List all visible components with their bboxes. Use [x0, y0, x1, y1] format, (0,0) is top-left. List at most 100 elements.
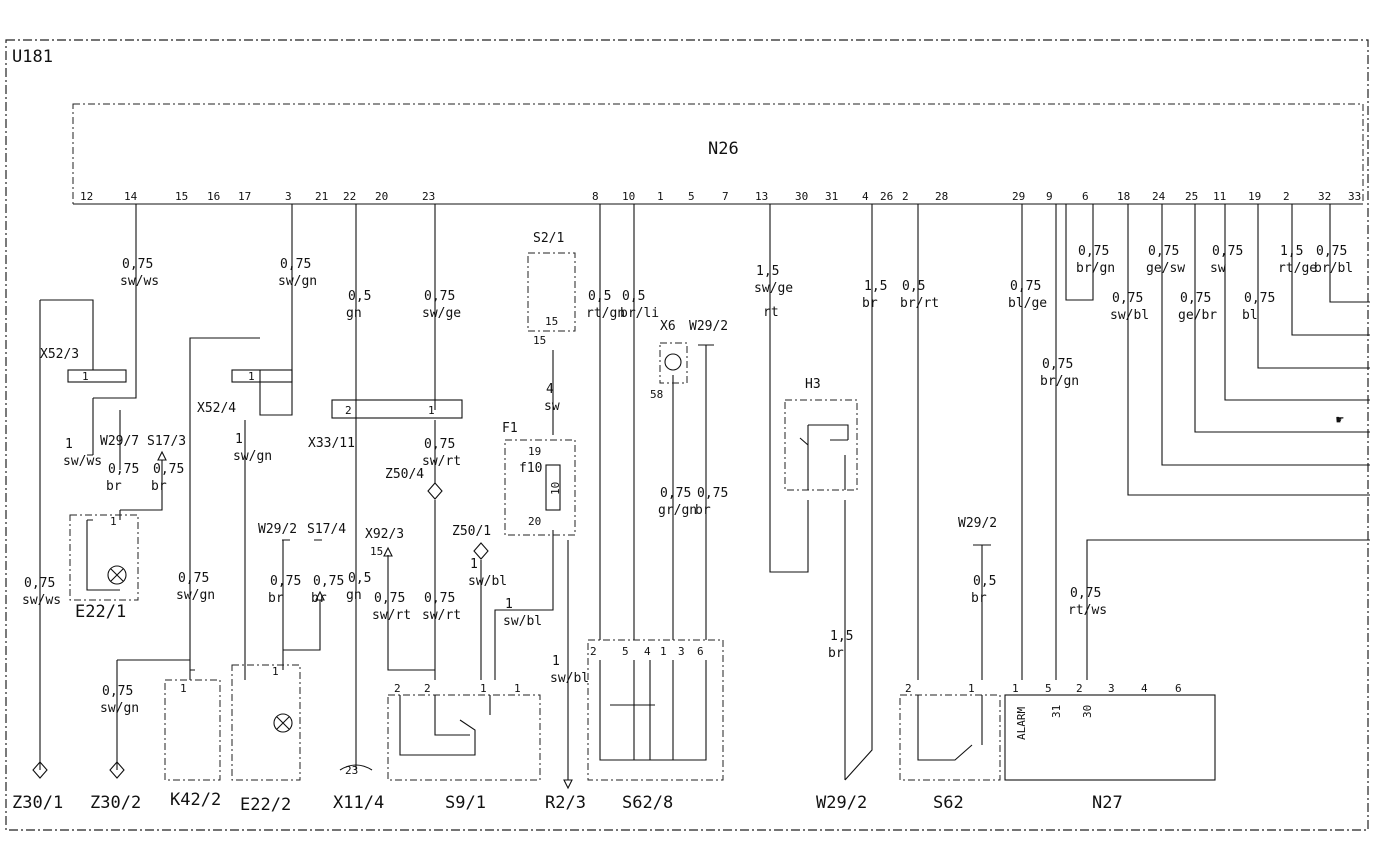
n26-pin-12: 12 — [80, 190, 93, 203]
n26-pin-19: 19 — [1248, 190, 1261, 203]
n27-pin-5: 5 — [1045, 682, 1052, 695]
wire-color-wz501: sw/bl — [468, 574, 507, 589]
x92-3-arrow-icon — [383, 546, 393, 557]
n26-pin-22: 22 — [343, 190, 356, 203]
x52-3-connector — [67, 369, 127, 383]
h3-box — [784, 399, 858, 491]
x6-label: X6 — [660, 319, 676, 334]
wire-color-we221: br — [106, 479, 122, 494]
x6-pin-58: 58 — [650, 388, 663, 401]
x33-11-connector — [331, 399, 463, 419]
r2-3-arrow-icon — [563, 779, 573, 790]
n26-pin-15: 15 — [175, 190, 188, 203]
s62-8-label: S62/8 — [622, 793, 673, 813]
wire-color-wz504: sw/rt — [422, 608, 461, 623]
wire-size-wz504: 0,75 — [424, 591, 455, 606]
n27-pin-3: 3 — [1108, 682, 1115, 695]
n26-pin-24: 24 — [1152, 190, 1166, 203]
e22-1-label: E22/1 — [75, 602, 126, 622]
s17-4-label: S17/4 — [307, 522, 346, 537]
x92-3-label: X92/3 — [365, 527, 404, 542]
w29-7-label: W29/7 — [100, 434, 139, 449]
wire-color-wf1: sw/bl — [503, 614, 542, 629]
z30-2-diamond-icon — [109, 761, 125, 779]
k42-pin-1: 1 — [180, 682, 187, 695]
wire-size-w3: 0,75 — [280, 257, 311, 272]
n27-pin-4: 4 — [1141, 682, 1148, 695]
n27-30-label: 30 — [1081, 705, 1094, 718]
n26-pin-9: 9 — [1046, 190, 1053, 203]
n27-31-label: 31 — [1050, 705, 1063, 718]
n26-pin-1: 1 — [657, 190, 664, 203]
w29-2c-label: W29/2 — [816, 793, 867, 813]
wire-size-w19: 0,75 — [1244, 291, 1275, 306]
n26-pin-17: 17 — [238, 190, 251, 203]
wire-size-w18: 0,75 — [1112, 291, 1143, 306]
wires — [39, 204, 1370, 781]
e22-2-label: E22/2 — [240, 795, 291, 815]
wire-size-wf1: 1 — [505, 597, 513, 612]
wire-size-wx52a: 1 — [65, 437, 73, 452]
s62-pin-1: 1 — [968, 682, 975, 695]
wire-size-w29: 0,75 — [1010, 279, 1041, 294]
f1-pin-20: 20 — [528, 515, 541, 528]
wire-color-w8: rt/gn — [586, 306, 625, 321]
wire-color-wz301: sw/ws — [22, 593, 61, 608]
s62-8-pin-1: 1 — [660, 645, 667, 658]
wire-size-wz302: 0,75 — [102, 684, 133, 699]
wire-color-wx52a: sw/ws — [63, 454, 102, 469]
s9-pin-1b: 1 — [514, 682, 521, 695]
e22-2-pins: 1 — [272, 665, 279, 678]
h3-label: H3 — [805, 377, 821, 392]
wire-size-w9: 0,75 — [1042, 357, 1073, 372]
wire-size-w8: 0,5 — [588, 289, 611, 304]
fuse-icon — [545, 464, 561, 511]
wire-color-w32: br/bl — [1314, 261, 1353, 276]
wire-size-ws173: 0,75 — [153, 462, 184, 477]
wire-color-w13: sw/ge — [754, 281, 793, 296]
s17-3-arrow-icon — [157, 450, 167, 461]
s2-pin-15a: 15 — [545, 315, 558, 328]
wire-color-wk42: sw/gn — [176, 588, 215, 603]
wire-color-wx52b: sw/gn — [233, 449, 272, 464]
e22-2-box — [231, 664, 301, 781]
z50-1-label: Z50/1 — [452, 524, 491, 539]
e22-1-lamp-icon — [107, 565, 127, 585]
n27-box — [1004, 694, 1216, 781]
s62-pin-2: 2 — [905, 682, 912, 695]
wire-size-wn27: 0,75 — [1070, 586, 1101, 601]
wire-size-we222: 0,75 — [270, 574, 301, 589]
s62-8-pin-2: 2 — [590, 645, 597, 658]
e22-1-pins: 1 — [110, 515, 117, 528]
n26-pin-33: 33 — [1348, 190, 1361, 203]
wire-color-wz302: sw/gn — [100, 701, 139, 716]
wire-color-wr23: sw/bl — [550, 671, 589, 686]
z50-4-label: Z50/4 — [385, 467, 424, 482]
n26-pin-21: 21 — [315, 190, 328, 203]
n26-pin-32: 32 — [1318, 190, 1331, 203]
x33-pin-1: 1 — [428, 404, 435, 417]
z50-1-diamond-icon — [473, 542, 489, 560]
wire-size-w4: 1,5 — [864, 279, 887, 294]
fuse-rating: 10 — [549, 482, 562, 495]
wire-size-w22: 0,5 — [348, 289, 371, 304]
wire-size-wk42: 0,75 — [178, 571, 209, 586]
s9-pin-1: 1 — [480, 682, 487, 695]
n26-label: N26 — [708, 139, 739, 159]
n27-pin-2: 2 — [1076, 682, 1083, 695]
x33-11-label: X33/11 — [308, 436, 355, 451]
wire-size-w13: 1,5 — [756, 264, 779, 279]
n26-pin-26: 26 — [880, 190, 893, 203]
x52-3-pin-1: 1 — [82, 370, 89, 383]
wire-size-w24: 0,75 — [1148, 244, 1179, 259]
wire-color-w3: sw/gn — [278, 274, 317, 289]
wire-size-wx6: 0,75 — [660, 486, 691, 501]
wire-size-wz301: 0,75 — [24, 576, 55, 591]
n26-pin-4: 4 — [862, 190, 869, 203]
z30-1-label: Z30/1 — [12, 793, 63, 813]
wire-size-wx52b: 1 — [235, 432, 243, 447]
wire-color-wx6: gr/gn — [658, 503, 697, 518]
n26-pin-13: 13 — [755, 190, 768, 203]
w29-2a-label: W29/2 — [258, 522, 297, 537]
wire-color-w14: sw/ws — [120, 274, 159, 289]
